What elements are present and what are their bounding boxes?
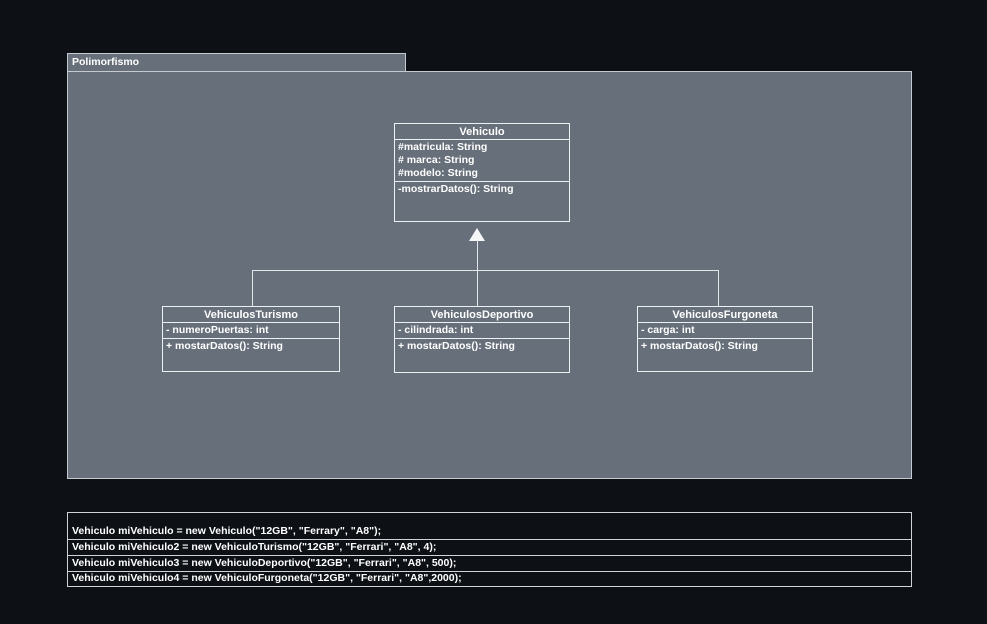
connector-line-horizontal — [252, 270, 719, 271]
method: -mostrarDatos(): String — [398, 183, 514, 195]
class-vehiculo[interactable]: Vehiculo #matricula: String # marca: Str… — [394, 123, 570, 222]
attribute: #modelo: String — [398, 167, 478, 179]
class-attributes: - cilindrada: int — [395, 323, 569, 339]
package-tab[interactable]: Polimorfismo — [67, 53, 406, 71]
connector-line-middle — [477, 240, 478, 306]
method: + mostarDatos(): String — [398, 340, 515, 352]
code-block[interactable]: Vehiculo miVehiculo = new Vehiculo("12GB… — [67, 512, 912, 587]
code-line[interactable]: Vehiculo miVehiculo2 = new VehiculoTuris… — [68, 540, 911, 556]
code-line[interactable]: Vehiculo miVehiculo4 = new VehiculoFurgo… — [68, 572, 911, 585]
class-attributes: - numeroPuertas: int — [163, 323, 339, 339]
attribute: - carga: int — [641, 324, 695, 336]
class-vehiculos-turismo[interactable]: VehiculosTurismo - numeroPuertas: int + … — [162, 306, 340, 372]
class-title: VehiculosFurgoneta — [638, 307, 812, 323]
method: + mostarDatos(): String — [166, 340, 283, 352]
connector-line-left — [252, 270, 253, 306]
attribute: - cilindrada: int — [398, 324, 474, 336]
code-line[interactable]: Vehiculo miVehiculo3 = new VehiculoDepor… — [68, 556, 911, 572]
class-attributes: #matricula: String # marca: String #mode… — [395, 140, 569, 182]
class-title: VehiculosTurismo — [163, 307, 339, 323]
class-methods: -mostrarDatos(): String — [395, 182, 569, 221]
connector-line-right — [718, 270, 719, 306]
class-vehiculos-deportivo[interactable]: VehiculosDeportivo - cilindrada: int + m… — [394, 306, 570, 373]
class-title: VehiculosDeportivo — [395, 307, 569, 323]
class-attributes: - carga: int — [638, 323, 812, 339]
code-line-text: Vehiculo miVehiculo3 = new VehiculoDepor… — [72, 557, 457, 569]
class-vehiculos-furgoneta[interactable]: VehiculosFurgoneta - carga: int + mostar… — [637, 306, 813, 372]
method: + mostarDatos(): String — [641, 340, 758, 352]
attribute: # marca: String — [398, 154, 475, 166]
generalization-arrowhead-icon — [469, 228, 485, 241]
code-line-text: Vehiculo miVehiculo4 = new VehiculoFurgo… — [72, 572, 462, 584]
class-methods: + mostarDatos(): String — [163, 339, 339, 371]
class-title: Vehiculo — [395, 124, 569, 140]
attribute: #matricula: String — [398, 141, 488, 153]
class-methods: + mostarDatos(): String — [638, 339, 812, 371]
code-line-text: Vehiculo miVehiculo2 = new VehiculoTuris… — [72, 541, 437, 553]
code-line-text: Vehiculo miVehiculo = new Vehiculo("12GB… — [72, 525, 382, 537]
class-methods: + mostarDatos(): String — [395, 339, 569, 372]
attribute: - numeroPuertas: int — [166, 324, 269, 336]
code-line[interactable]: Vehiculo miVehiculo = new Vehiculo("12GB… — [68, 513, 911, 540]
